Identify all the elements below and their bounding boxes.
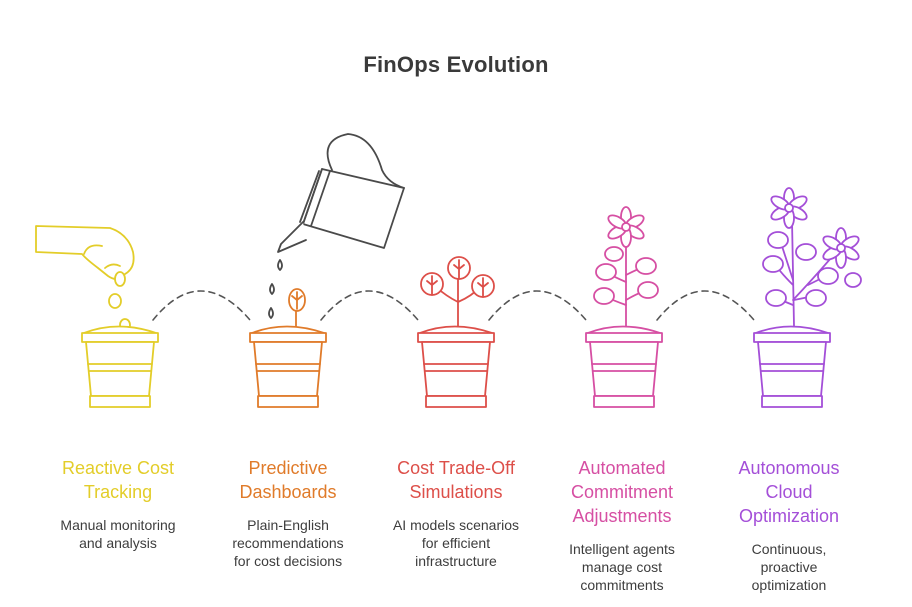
- pot-rim: [81, 332, 159, 343]
- diagram-title: FinOps Evolution: [363, 52, 549, 77]
- soil-mound: [83, 325, 157, 334]
- stage-title: Cost Trade-Off Simulations: [397, 458, 515, 502]
- connector-arrows: [152, 290, 755, 321]
- flower-icon: [822, 227, 860, 269]
- stage-description: Manual monitoring and analysis: [60, 517, 176, 551]
- flower-icon: [770, 187, 808, 229]
- stage-description: AI models scenarios for efficient infras…: [392, 517, 520, 569]
- seed-icon: [114, 271, 126, 287]
- pot-rim: [753, 332, 831, 343]
- stage-title: Reactive Cost Tracking: [61, 458, 175, 502]
- soil-mound: [755, 325, 829, 334]
- connector-4-5: [656, 290, 755, 321]
- seedling-pot-icon: [417, 256, 495, 408]
- soil-mound: [587, 325, 661, 334]
- connector-2-3: [320, 290, 419, 321]
- water-drop-icon: [269, 283, 275, 295]
- pot-rim: [249, 332, 327, 343]
- connector-1-2: [152, 290, 251, 321]
- pot-rim: [417, 332, 495, 343]
- full-bloom-plant-pot-icon: [753, 187, 862, 408]
- leaf-icon: [817, 267, 839, 285]
- pot-base: [257, 395, 319, 408]
- leaf-icon: [795, 243, 817, 261]
- pot-rim: [585, 332, 663, 343]
- flowering-plant-pot-icon: [585, 206, 663, 408]
- leaf-icon: [637, 281, 659, 299]
- connector-3-4: [488, 290, 587, 321]
- soil-mound: [251, 325, 325, 334]
- stage-title: Predictive Dashboards: [239, 458, 337, 502]
- watering-can-icon: [268, 133, 405, 319]
- stage-title: Autonomous Cloud Optimization: [738, 458, 840, 526]
- pot-base: [761, 395, 823, 408]
- leaf-icon: [765, 289, 787, 307]
- stage-reactive-cost-tracking: Reactive Cost Tracking Manual monitoring…: [34, 456, 202, 552]
- stage-predictive-dashboards: Predictive Dashboards Plain-English reco…: [204, 456, 372, 570]
- leaf-icon: [604, 246, 624, 262]
- leaf-icon: [635, 257, 657, 275]
- leaf-icon: [593, 287, 615, 305]
- stage-automated-commitment-adjustments: Automated Commitment Adjustments Intelli…: [538, 456, 706, 594]
- stage-cost-trade-off-simulations: Cost Trade-Off Simulations AI models sce…: [372, 456, 540, 570]
- soil-mound: [419, 325, 493, 334]
- stage-autonomous-cloud-optimization: Autonomous Cloud Optimization Continuous…: [705, 456, 873, 594]
- pot-base: [425, 395, 487, 408]
- flower-icon: [607, 206, 645, 248]
- leaf-icon: [767, 231, 789, 249]
- pot-body: [421, 341, 491, 397]
- pot-body: [757, 341, 827, 397]
- pot-body: [253, 341, 323, 397]
- stage-description: Continuous, proactive optimization: [751, 541, 827, 593]
- pot-base: [593, 395, 655, 408]
- sprout-pot-icon: [249, 288, 327, 408]
- seed-icon: [108, 293, 122, 309]
- water-drop-icon: [268, 307, 274, 319]
- leaf-icon: [595, 263, 617, 281]
- water-drop-icon: [277, 259, 283, 271]
- stage-description: Plain-English recommendations for cost d…: [232, 517, 344, 569]
- pot-body: [85, 341, 155, 397]
- leaf-icon: [805, 289, 827, 307]
- leaf-icon: [844, 272, 862, 288]
- pot-base: [89, 395, 151, 408]
- hand-seeds-pot-icon: [35, 225, 159, 408]
- pot-body: [589, 341, 659, 397]
- stage-title: Automated Commitment Adjustments: [570, 458, 673, 526]
- leaf-icon: [762, 255, 784, 273]
- stage-description: Intelligent agents manage cost commitmen…: [569, 541, 675, 593]
